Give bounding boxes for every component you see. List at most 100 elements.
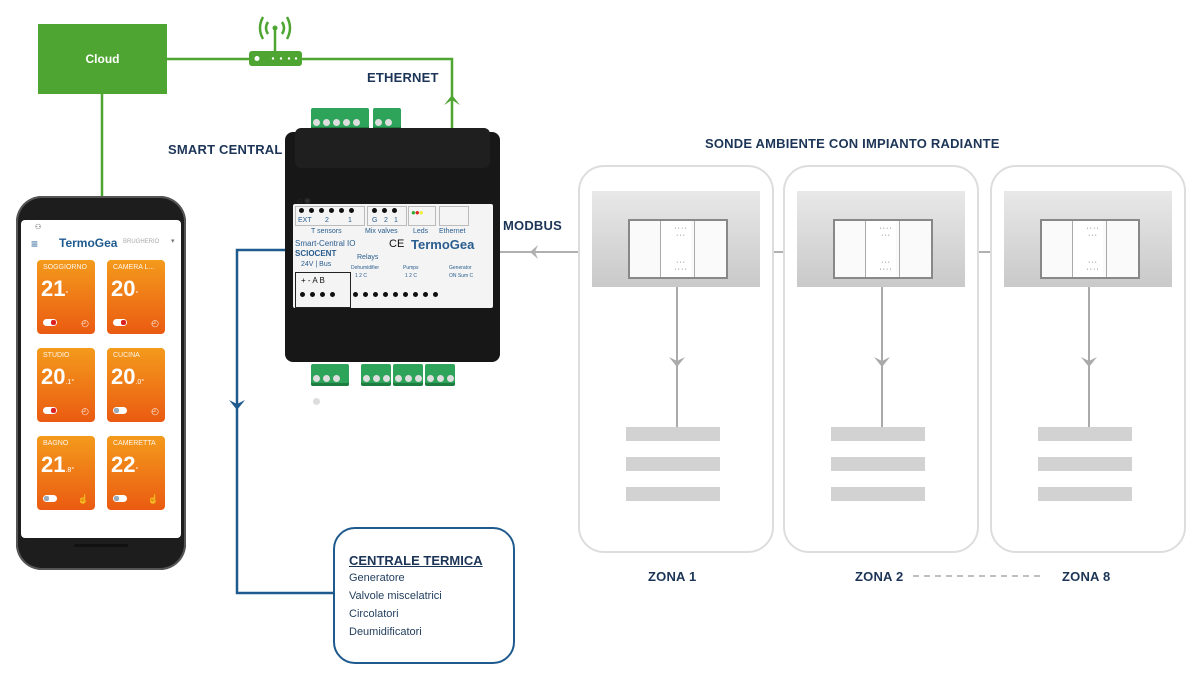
ce-mark: CE (389, 238, 405, 250)
room-sensor-plate: ······· ······· (797, 191, 965, 287)
clock-icon[interactable]: ◴ (151, 318, 159, 328)
room-toggle[interactable] (43, 407, 57, 414)
ethernet-wire (302, 57, 454, 136)
room-temperature: 20.0° (111, 364, 145, 389)
arrow-down-icon (1081, 357, 1097, 367)
radiant-circuit-bar (626, 457, 720, 471)
valve-terminals (367, 206, 407, 226)
sensor-2-label: 2 (325, 217, 329, 224)
room-temperature: 22° (111, 452, 139, 477)
bottom-terminal-block (361, 364, 391, 386)
zone-card: ······· ······· (578, 165, 774, 553)
centrale-wire (235, 248, 334, 595)
zone-connection (1081, 287, 1097, 427)
zone-connection (669, 287, 685, 427)
room-toggle[interactable] (113, 495, 127, 502)
ethernet-port-label: Ethernet (439, 228, 466, 235)
radiant-circuit-bar (626, 427, 720, 441)
radiant-circuit-bar (1038, 427, 1132, 441)
hand-icon[interactable]: ☝ (77, 494, 89, 504)
room-toggle[interactable] (43, 319, 57, 326)
status-bar: ⚇ (35, 224, 42, 231)
radiant-circuit-bar (1038, 457, 1132, 471)
home-indicator (74, 544, 128, 547)
clock-icon[interactable]: ◴ (81, 406, 89, 416)
valve-g-label: G (372, 217, 378, 224)
dehumidifier-pins: 1 2 C (355, 273, 367, 279)
t-sensors-label: T sensors (311, 228, 342, 235)
cloud-box: Cloud (38, 24, 167, 94)
mix-valves-label: Mix valves (365, 228, 398, 235)
pumps-label: Pumps (403, 265, 419, 271)
bottom-terminal-block (425, 364, 455, 386)
smart-central-label: SMART CENTRAL (168, 142, 283, 157)
centrale-item: Generatore (349, 572, 405, 584)
arrow-down-icon (874, 357, 890, 367)
room-sensor-plate: ······· ······· (592, 191, 760, 287)
sensor-1-label: 1 (348, 217, 352, 224)
ethernet-port-icon (439, 206, 469, 226)
hand-icon[interactable]: ☝ (147, 494, 159, 504)
location-selector[interactable]: BRUGHERIO (123, 239, 160, 245)
room-toggle[interactable] (113, 407, 127, 414)
power-bus-label: 24V | Bus (301, 261, 332, 268)
relay-pins (353, 292, 443, 302)
zone-connection (874, 287, 890, 427)
centrale-item: Valvole miscelatrici (349, 590, 442, 602)
zone-label: ZONA 1 (648, 569, 697, 584)
room-name: STUDIO (43, 352, 70, 359)
pumps-pins: 1 2 C (405, 273, 417, 279)
room-tile[interactable]: CAMERETTA 22° ☝ (107, 436, 165, 510)
zone-label: ZONA 8 (1062, 569, 1111, 584)
room-toggle[interactable] (113, 319, 127, 326)
radiant-circuit-bar (831, 487, 925, 501)
bus-pins (300, 292, 340, 302)
centrale-termica-box: CENTRALE TERMICA Generatore Valvole misc… (333, 527, 515, 664)
sensor-terminals (295, 206, 365, 226)
app-bar: ≡ TermoGea BRUGHERIO ▾ (21, 234, 181, 254)
room-name: BAGNO (43, 440, 69, 447)
radiant-circuit-bar (831, 457, 925, 471)
sensor-keypad[interactable]: ······· ······· (628, 219, 728, 279)
zone-label: ZONA 2 (855, 569, 904, 584)
dehumidifier-label: Dehumidifier (351, 265, 380, 271)
menu-icon[interactable]: ≡ (31, 237, 39, 251)
phone-screen: ⚇ ≡ TermoGea BRUGHERIO ▾ SOGGIORNO 21° ◴… (21, 220, 181, 538)
status-leds: ●●● (411, 208, 423, 217)
radiant-circuit-bar (626, 487, 720, 501)
chevron-down-icon[interactable]: ▾ (171, 238, 175, 245)
device-top-cover (295, 128, 490, 168)
sensor-keypad[interactable]: ······· ······· (1040, 219, 1140, 279)
arrow-down-icon (669, 357, 685, 367)
centrale-item: Circolatori (349, 608, 399, 620)
valve-pins (372, 208, 402, 218)
clock-icon[interactable]: ◴ (81, 318, 89, 328)
router-icon (249, 16, 302, 66)
zone-card: ······· ······· (990, 165, 1186, 553)
room-tile[interactable]: BAGNO 21.8° ☝ (37, 436, 95, 510)
clock-icon[interactable]: ◴ (151, 406, 159, 416)
thermometer-icons: ⌂ ◉ (297, 196, 312, 205)
room-tile[interactable]: CAMERA L... 20° ◴ (107, 260, 165, 334)
bottom-terminal-block (311, 364, 349, 405)
top-terminal-block (373, 108, 401, 149)
room-toggle[interactable] (43, 495, 57, 502)
room-tile[interactable]: SOGGIORNO 21° ◴ (37, 260, 95, 334)
bus-terminals (295, 272, 351, 308)
room-tile[interactable]: STUDIO 20.1° ◴ (37, 348, 95, 422)
valve-2-label: 2 (384, 217, 388, 224)
room-temperature: 20° (111, 276, 139, 301)
room-temperature: 20.1° (41, 364, 75, 389)
app-brand: TermoGea (59, 236, 118, 250)
model-label: Smart-Central IO (295, 239, 356, 248)
sensor-keypad[interactable]: ······· ······· (833, 219, 933, 279)
smartphone: ⚇ ≡ TermoGea BRUGHERIO ▾ SOGGIORNO 21° ◴… (16, 196, 186, 570)
room-name: CAMERETTA (113, 440, 156, 447)
room-name: CUCINA (113, 352, 140, 359)
smart-central-device: ⌂ ◉ EXT 2 1 G 2 1 ●●● T sensors Mix valv… (285, 108, 500, 405)
generator-label: Generator (449, 265, 472, 271)
bus-pin-labels: + - A B (301, 276, 325, 285)
room-tile[interactable]: CUCINA 20.0° ◴ (107, 348, 165, 422)
cloud-label: Cloud (85, 52, 120, 66)
centrale-title: CENTRALE TERMICA (349, 553, 483, 568)
